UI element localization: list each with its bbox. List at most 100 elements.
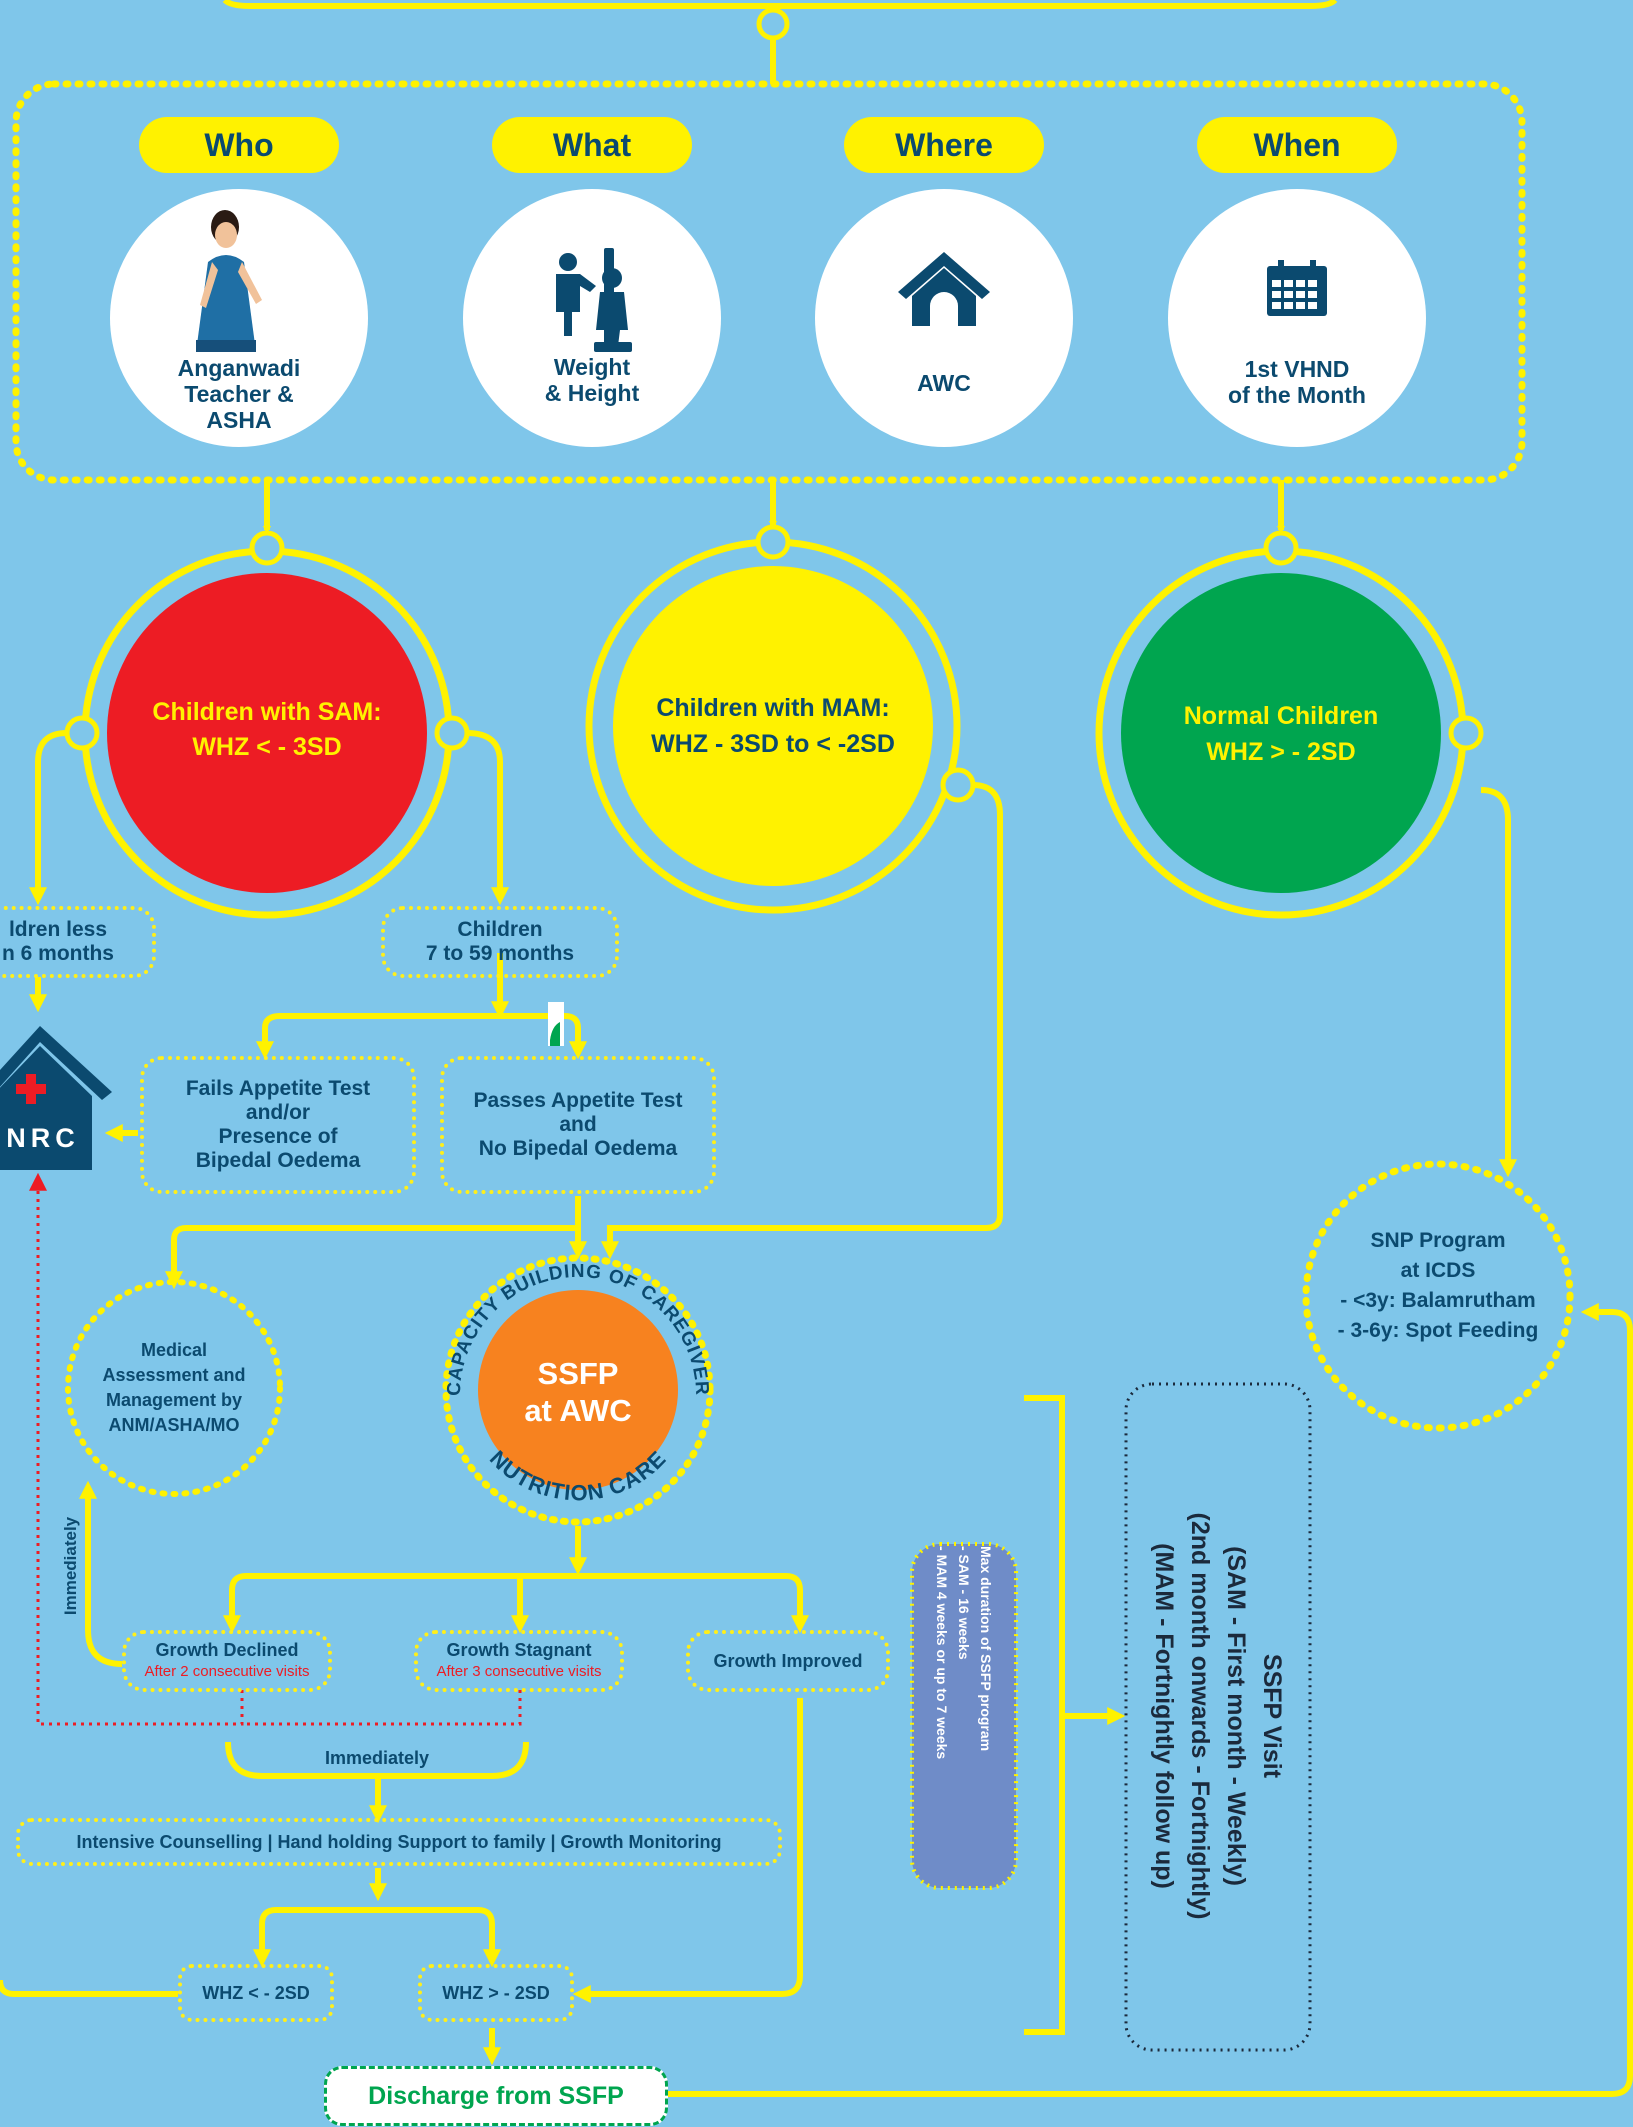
mam-label-line: WHZ - 3SD to < -2SD (651, 730, 895, 758)
children-7-59-months-box: Children 7 to 59 months (381, 906, 619, 978)
ssfp-visit-line: SSFP Visit (1258, 1653, 1286, 1779)
when-caption-line: 1st VHND (1244, 356, 1350, 382)
fails-appetite-box: Fails Appetite Test and/or Presence of B… (140, 1056, 416, 1194)
arrow-to-medical (165, 1225, 578, 1290)
max-duration-box (910, 1542, 1018, 1890)
max-duration-line: - SAM - 16 weeks (956, 1546, 972, 1660)
appetite-split-line (262, 1013, 581, 1050)
what-caption-line: Weight (553, 354, 631, 380)
red-dotted-line (242, 1690, 522, 1726)
where-header: Where (844, 117, 1044, 173)
arrow-declined-to-medical (79, 1480, 123, 1667)
medical-line: Assessment and (102, 1365, 246, 1385)
medical-line: Medical (140, 1340, 208, 1360)
who-caption-line: ASHA (206, 407, 272, 433)
snp-program-label: SNP Program at ICDS - <3y: Balamrutham -… (1308, 1226, 1568, 1346)
ssfp-at-awc-label: SSFP at AWC (488, 1350, 668, 1434)
anganwadi-teacher-icon (196, 210, 262, 352)
children-under-6-line: ldren less (8, 918, 108, 941)
ssfp-visit-line: (SAM - First month - Weekly) (1222, 1546, 1250, 1886)
calendar-icon (1267, 260, 1327, 316)
ring-node (64, 715, 100, 751)
growth-stagnant-title: Growth Stagnant (446, 1640, 592, 1660)
mam-circle (613, 566, 933, 886)
who-caption: Anganwadi Teacher & ASHA (139, 354, 339, 434)
what-caption-line: & Height (544, 380, 640, 406)
snp-line: - <3y: Balamrutham (1340, 1289, 1536, 1312)
sam-label-line: Children with SAM: (152, 698, 382, 726)
ring-node (1263, 530, 1299, 566)
mam-label-line: Children with MAM: (656, 694, 890, 722)
growth-stagnant-box: Growth Stagnant After 3 consecutive visi… (414, 1630, 624, 1692)
ssfp-line: SSFP (537, 1356, 619, 1391)
whz-high-box: WHZ > - 2SD (418, 1964, 574, 2022)
weight-height-icon (556, 248, 632, 352)
medical-line: Management by (105, 1390, 243, 1410)
marker-tab-leaf (550, 1022, 560, 1046)
fails-line: Bipedal Oedema (195, 1149, 361, 1172)
ssfp-visit-line: (MAM - Fortnightly follow up) (1150, 1543, 1178, 1889)
normal-label-line: WHZ > - 2SD (1206, 738, 1356, 766)
ring-node (434, 715, 470, 751)
ssfp-visit-line: (2nd month onwards - Fortnightly) (1186, 1512, 1214, 1920)
fails-line: Fails Appetite Test (185, 1077, 371, 1100)
sam-circle (107, 573, 427, 893)
discharge-box: Discharge from SSFP (324, 2066, 668, 2126)
connector-node (756, 7, 790, 41)
fails-line: Presence of (218, 1125, 338, 1148)
arrow-to-7-59-months (466, 730, 509, 906)
ssfp-line: at AWC (524, 1393, 632, 1428)
where-caption: AWC (917, 370, 971, 396)
passes-line: No Bipedal Oedema (478, 1137, 678, 1160)
growth-stagnant-note: After 3 consecutive visits (436, 1663, 602, 1680)
passes-line: and (559, 1113, 597, 1136)
passes-line: Passes Appetite Test (473, 1089, 683, 1112)
who-caption-line: Anganwadi (177, 355, 301, 381)
max-duration-line: - MAM 4 weeks or up to 7 weeks (934, 1546, 950, 1760)
immediately-label: Immediately (324, 1747, 430, 1768)
when-caption: 1st VHND of the Month (1197, 354, 1397, 410)
max-duration-line: Max duration of SSFP program (978, 1546, 994, 1752)
snp-line: at ICDS (1400, 1259, 1476, 1282)
snp-circle (1302, 1160, 1574, 1432)
whz-low-loop-line (0, 1979, 178, 1997)
growth-declined-box: Growth Declined After 2 consecutive visi… (122, 1630, 332, 1692)
when-header: When (1197, 117, 1397, 173)
whz-low-box: WHZ < - 2SD (178, 1964, 334, 2022)
when-caption-line: of the Month (1228, 382, 1366, 408)
counselling-bar: Intensive Counselling | Hand holding Sup… (16, 1818, 782, 1866)
snp-line: - 3-6y: Spot Feeding (1337, 1319, 1539, 1342)
growth-declined-note: After 2 consecutive visits (144, 1663, 310, 1680)
normal-to-snp-line (1480, 787, 1517, 1178)
ssfp-visit-text: SSFP Visit (SAM - First month - Weekly) … (1138, 1416, 1298, 2016)
medical-circle (65, 1279, 283, 1497)
house-icon (898, 252, 990, 326)
red-dotted-to-nrc (29, 1172, 244, 1726)
growth-declined-title: Growth Declined (155, 1640, 299, 1660)
arrow-to-under-6-months (29, 730, 68, 906)
nrc-label: NRC (6, 1122, 80, 1153)
normal-label-line: Normal Children (1183, 702, 1379, 730)
who-header: Who (139, 117, 339, 173)
children-7-59-line: 7 to 59 months (425, 942, 575, 965)
who-what-where-when-box (12, 80, 1526, 484)
normal-circle (1121, 573, 1441, 893)
nrc-building-icon (0, 1026, 112, 1170)
when-circle (1168, 189, 1426, 447)
ring-node (1448, 715, 1484, 751)
children-7-59-line: Children (457, 918, 543, 941)
sam-label: Children with SAM: WHZ < - 3SD (117, 690, 417, 770)
normal-label: Normal Children WHZ > - 2SD (1131, 694, 1431, 774)
immediately-side-label: Immediately (53, 1504, 89, 1628)
passes-appetite-box: Passes Appetite Test and No Bipedal Oede… (440, 1056, 716, 1194)
max-duration-text: Max duration of SSFP program - SAM - 16 … (916, 1546, 1012, 1886)
discharge-to-snp-line (664, 1303, 1633, 2097)
arrow-improved-to-whz-high (572, 1698, 803, 2003)
ssfp-outer-ring (442, 1254, 714, 1526)
immediately-side-text: Immediately (61, 1516, 81, 1616)
ring-node (249, 530, 285, 566)
what-header: What (492, 117, 692, 173)
whz-split-line (259, 1907, 495, 1956)
fails-line: and/or (245, 1101, 311, 1124)
